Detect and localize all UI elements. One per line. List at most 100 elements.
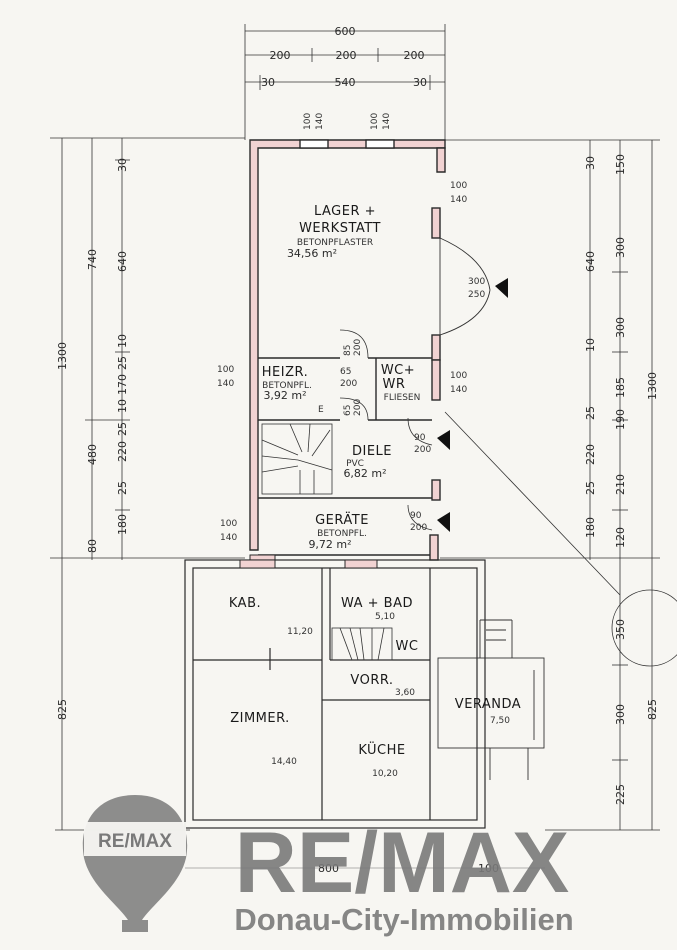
open-d1-b: 200 [353, 339, 363, 356]
room-lager-area: 34,56 m² [287, 247, 337, 260]
dim-left-in-25a: 25 [116, 356, 129, 370]
dim-right-300c: 300 [614, 704, 627, 725]
remax-balloon-logo: RE/MAX [82, 795, 188, 932]
open-d1-a: 85 [343, 345, 353, 356]
window-kab [239, 559, 276, 569]
room-lager-floor: BETONPFLASTER [297, 238, 373, 248]
room-vorr-name: VORR. [350, 673, 393, 688]
dim-right-825: 825 [646, 699, 659, 720]
room-geraete-floor: BETONPFL. [317, 529, 367, 539]
dim-right-210: 210 [614, 474, 627, 495]
room-lager-name1: LAGER + [314, 204, 376, 219]
dim-right-190: 190 [614, 409, 627, 430]
stairs-house [331, 627, 393, 661]
open-d2-b: 200 [340, 379, 357, 389]
dim-top-total: 600 [335, 25, 356, 38]
open-door-b: 250 [468, 290, 485, 300]
dim-right-in-30: 30 [584, 156, 597, 170]
dim-right-150: 150 [614, 154, 627, 175]
open-door-a: 300 [468, 277, 485, 287]
room-heiz-floor: BETONPFL. [262, 381, 312, 391]
dim-right-300a: 300 [614, 237, 627, 258]
open-diele-b: 200 [414, 445, 431, 455]
room-zimmer-name: ZIMMER. [230, 711, 290, 726]
stairs-diele [261, 423, 333, 495]
dim-left-in-10a: 10 [116, 334, 129, 348]
room-kueche-area: 10,20 [372, 769, 398, 779]
room-zimmer-area: 14,40 [271, 757, 297, 767]
dim-left-in-220: 220 [116, 441, 129, 462]
tree-circle [611, 589, 677, 667]
open-d3-a: 65 [343, 405, 353, 416]
door-arcs [339, 329, 433, 531]
room-vorr-area: 3,60 [395, 688, 415, 698]
win-top-2b: 140 [382, 113, 392, 130]
house-walls [184, 559, 486, 829]
dim-top-seg1: 200 [270, 49, 291, 62]
open-ger-a: 90 [410, 511, 422, 521]
dim-right-225: 225 [614, 784, 627, 805]
dim-right-in-220: 220 [584, 444, 597, 465]
dim-top-r3-3: 30 [413, 76, 427, 89]
open-w1-a: 100 [450, 181, 467, 191]
logo-text: RE/MAX [98, 831, 172, 852]
open-w1-b: 140 [450, 195, 467, 205]
room-kab-name: KAB. [229, 596, 261, 611]
room-veranda-name: VERANDA [455, 697, 521, 712]
dim-left-1300: 1300 [56, 342, 69, 370]
room-bad-name: WA + BAD [341, 596, 413, 611]
open-wc-a: 100 [450, 371, 467, 381]
remax-tagline: Donau-City-Immobilien [234, 902, 573, 937]
dim-left-in-180: 180 [116, 514, 129, 535]
annex-walls [249, 139, 446, 561]
open-gw-a: 100 [220, 519, 237, 529]
win-top-1b: 140 [315, 113, 325, 130]
room-diele-area: 6,82 m² [343, 467, 386, 480]
open-gw-b: 140 [220, 533, 237, 543]
window-bad [344, 559, 378, 569]
room-heiz-area: 3,92 m² [263, 389, 306, 402]
dim-left-in-10b: 10 [116, 399, 129, 413]
top-dimensions [244, 24, 446, 140]
room-wc-name2: WR [383, 377, 406, 392]
dim-right-in-25a: 25 [584, 406, 597, 420]
room-diele-floor: PVC [346, 459, 364, 469]
heiz-e-mark: E [318, 405, 324, 415]
room-lager-name2: WERKSTATT [299, 221, 381, 236]
right-dimensions [440, 139, 660, 831]
room-heiz-name: HEIZR. [262, 365, 308, 380]
dim-top-seg2: 200 [336, 49, 357, 62]
open-ger-b: 200 [410, 523, 427, 533]
main-door [439, 237, 491, 336]
dim-left-in-640: 640 [116, 251, 129, 272]
dim-bottom-100: 100 [478, 862, 499, 875]
room-geraete-area: 9,72 m² [308, 538, 351, 551]
dim-left-in-25c: 25 [116, 481, 129, 495]
dim-left-825: 825 [56, 699, 69, 720]
arrow-diele [437, 430, 450, 450]
veranda [437, 619, 545, 780]
dim-left-in-170: 170 [116, 374, 129, 395]
win-top-1a: 100 [303, 113, 313, 130]
room-bad-area: 5,10 [375, 612, 395, 622]
dim-top-r3-2: 540 [335, 76, 356, 89]
dim-right-120: 120 [614, 527, 627, 548]
room-diele-name: DIELE [352, 444, 392, 459]
dim-top-seg3: 200 [404, 49, 425, 62]
room-wc2-name: WC [396, 639, 419, 654]
win-top-2a: 100 [370, 113, 380, 130]
left-dimensions [50, 137, 245, 831]
dim-bottom-800: 800 [318, 862, 339, 875]
arrow-main-door [495, 278, 508, 298]
dim-right-in-25b: 25 [584, 481, 597, 495]
room-kab-area: 11,20 [287, 627, 313, 637]
open-heiz-a: 100 [217, 365, 234, 375]
room-veranda-area: 7,50 [490, 716, 510, 726]
dim-right-in-640: 640 [584, 251, 597, 272]
open-wc-b: 140 [450, 385, 467, 395]
open-d2-a: 65 [340, 367, 351, 377]
open-diele-a: 90 [414, 433, 426, 443]
room-geraete-name: GERÄTE [315, 512, 369, 528]
